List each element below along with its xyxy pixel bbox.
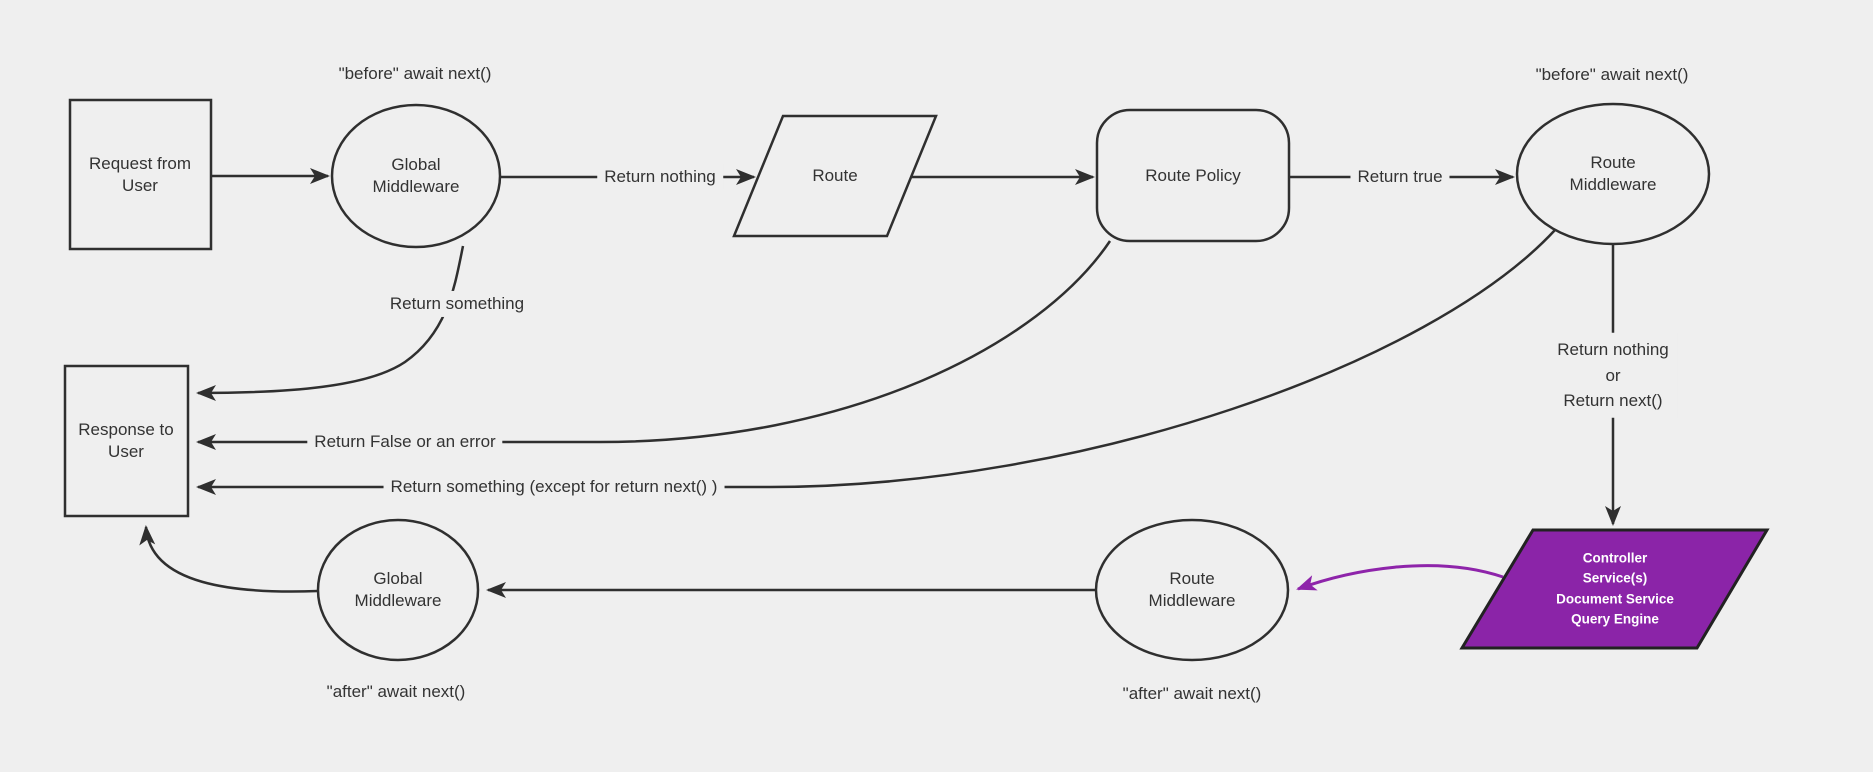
node-route-parallelogram <box>732 114 938 238</box>
annotation-after-await-bottom-right: "after" await next() <box>1122 683 1262 703</box>
node-controller-parallelogram <box>1459 528 1770 650</box>
node-request-box <box>68 98 213 251</box>
edge-label-return-something-except: Return something (except for return next… <box>383 473 725 501</box>
node-route-middleware-top <box>1515 102 1711 246</box>
edge-route-policy-to-response <box>196 240 1112 450</box>
return-nothing-or-line-3: Return next() <box>1563 390 1663 410</box>
return-nothing-or-line-2: or <box>1605 365 1621 385</box>
edge-global-middleware-bottom-to-response <box>139 525 319 593</box>
node-response-box <box>63 364 190 518</box>
edge-label-return-true: Return true <box>1350 163 1450 191</box>
edge-controller-to-route-middleware-bottom <box>1296 564 1504 591</box>
annotation-after-await-bottom-left: "after" await next() <box>326 681 466 701</box>
edge-route-middleware-to-response <box>196 229 1556 495</box>
edge-label-return-nothing-or-next: Return nothing or Return next() <box>1549 332 1677 418</box>
node-route-policy <box>1095 108 1291 243</box>
edge-label-return-false-or-error: Return False or an error <box>307 428 503 456</box>
node-global-middleware-bottom <box>316 518 480 662</box>
annotation-before-await-top-right: "before" await next() <box>1535 64 1689 84</box>
edge-label-return-something: Return something <box>382 290 532 318</box>
return-nothing-or-line-1: Return nothing <box>1557 339 1669 359</box>
annotation-before-await-top-left: "before" await next() <box>338 63 492 83</box>
node-global-middleware-top <box>330 103 502 249</box>
edge-label-return-nothing: Return nothing <box>597 163 723 191</box>
node-route-middleware-bottom <box>1094 518 1290 662</box>
edge-global-middleware-to-response <box>196 245 465 401</box>
